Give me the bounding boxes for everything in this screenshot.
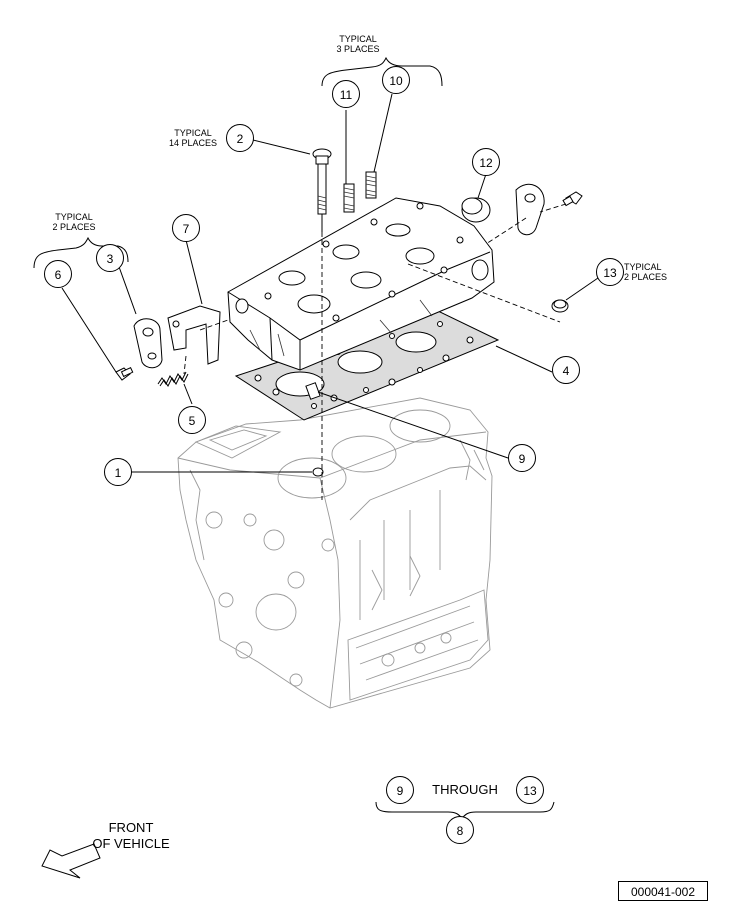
- callout-5: 5: [178, 406, 206, 434]
- callout-13: 13: [596, 258, 624, 286]
- dowel-1: [312, 467, 324, 477]
- brace-through: [375, 801, 555, 819]
- plug-13: [551, 299, 569, 313]
- bolt-upper-right: [562, 191, 583, 207]
- callout-11: 11: [332, 80, 360, 108]
- spring-5: [157, 371, 189, 387]
- front-of-vehicle-label: FRONT OF VEHICLE: [92, 820, 170, 851]
- stud-11: [343, 183, 355, 213]
- callout-7: 7: [172, 214, 200, 242]
- callout-4: 4: [552, 356, 580, 384]
- dowel-9: [305, 382, 321, 400]
- lifting-eye-bracket: [515, 183, 545, 236]
- lifting-plate-3: [133, 318, 163, 369]
- note-typical-2-places-right: TYPICAL 2 PLACES: [624, 262, 668, 282]
- brace-typical-3: [321, 56, 443, 87]
- head-bolt: [312, 148, 332, 215]
- note-typical-2-places-left: TYPICAL 2 PLACES: [52, 212, 96, 232]
- callout-9-through: 9: [386, 776, 414, 804]
- callout-9: 9: [508, 444, 536, 472]
- leader-lines: [61, 93, 599, 500]
- callout-2: 2: [226, 124, 254, 152]
- plug-12: [461, 197, 491, 223]
- cylinder-head: [227, 197, 495, 371]
- callout-13-through: 13: [516, 776, 544, 804]
- bracket-7: [167, 305, 221, 365]
- callout-6: 6: [44, 260, 72, 288]
- head-gasket: [234, 309, 500, 421]
- callout-10: 10: [382, 66, 410, 94]
- through-label: THROUGH: [432, 782, 498, 797]
- figure-id-label: 000041-002: [618, 881, 708, 901]
- callout-8: 8: [446, 816, 474, 844]
- callout-1: 1: [104, 458, 132, 486]
- callout-12: 12: [472, 148, 500, 176]
- note-typical-14-places: TYPICAL 14 PLACES: [168, 128, 218, 148]
- front-arrow-icon: [41, 843, 101, 879]
- callout-3: 3: [96, 244, 124, 272]
- brace-typical-2-left: [33, 236, 129, 269]
- bolt-6: [115, 366, 134, 381]
- stud-10: [365, 171, 377, 199]
- engine-block: [177, 397, 493, 709]
- note-typical-3-places: TYPICAL 3 PLACES: [336, 34, 380, 54]
